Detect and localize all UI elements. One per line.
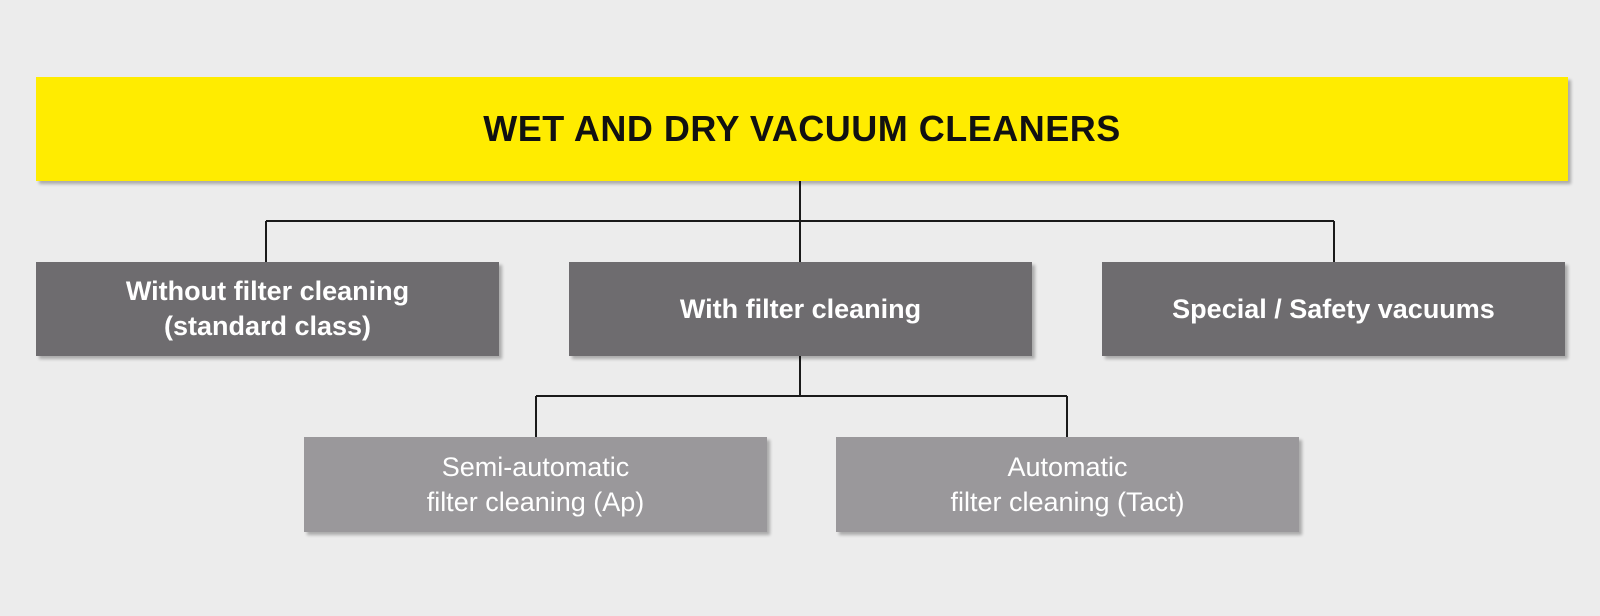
subcategory-semi-automatic: Semi-automatic filter cleaning (Ap) xyxy=(304,437,767,532)
category-label: Without filter cleaning (standard class) xyxy=(125,276,410,341)
subcategory-label: Automatic filter cleaning (Tact) xyxy=(950,451,1185,517)
subcategory-automatic: Automatic filter cleaning (Tact) xyxy=(836,437,1299,532)
category-with-filter-cleaning: With filter cleaning xyxy=(569,262,1032,356)
category-special-safety-vacuums: Special / Safety vacuums xyxy=(1102,262,1565,356)
category-without-filter-cleaning: Without filter cleaning (standard class) xyxy=(36,262,499,356)
category-label: Special / Safety vacuums xyxy=(1172,293,1495,324)
root-label: WET AND DRY VACUUM CLEANERS xyxy=(483,108,1121,149)
category-label: With filter cleaning xyxy=(679,293,922,324)
root-node: WET AND DRY VACUUM CLEANERS xyxy=(36,77,1568,181)
subcategory-label: Semi-automatic filter cleaning (Ap) xyxy=(426,451,645,517)
